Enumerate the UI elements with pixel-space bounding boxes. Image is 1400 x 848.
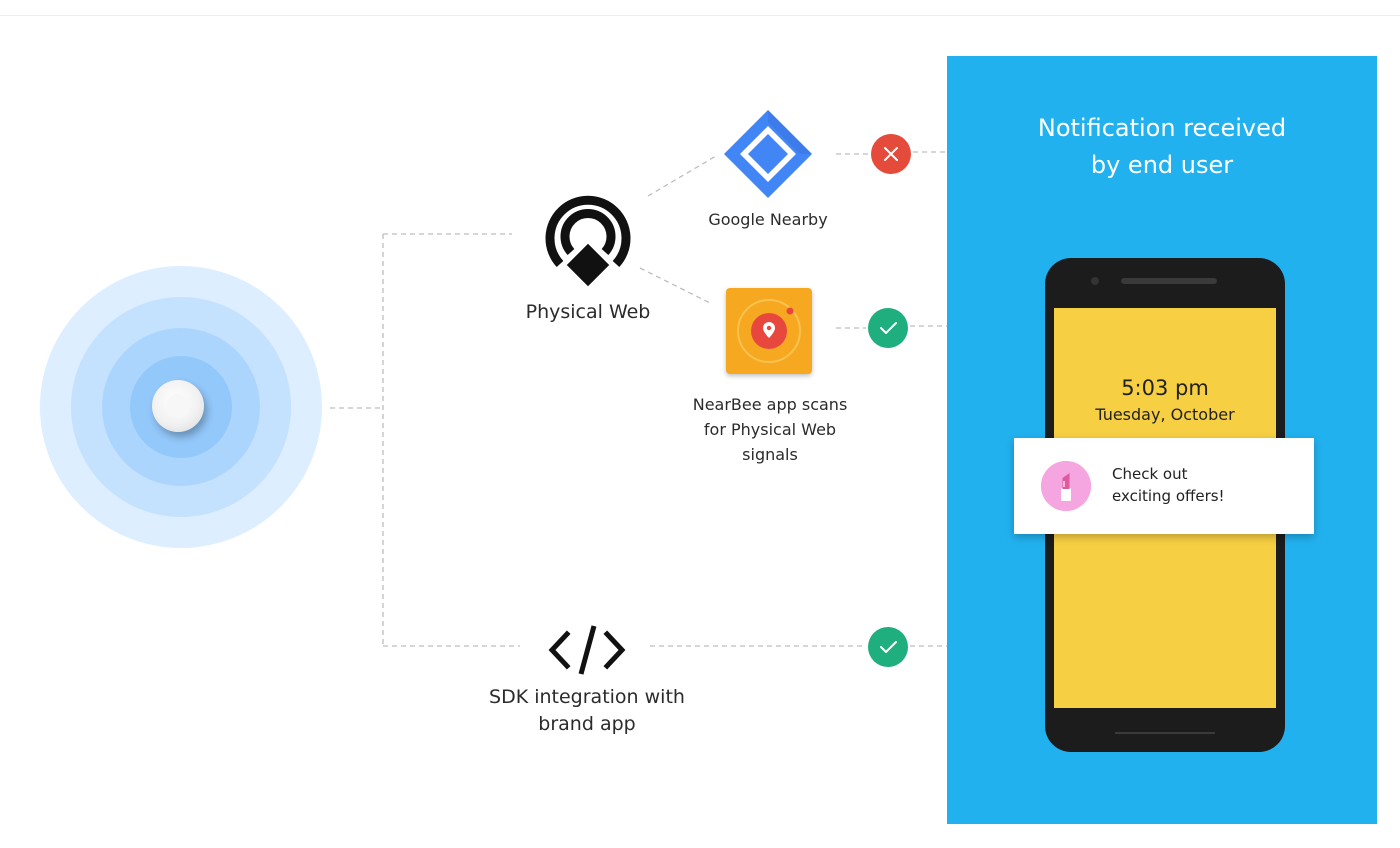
- connector-pw-google: [647, 155, 717, 197]
- phone-bottom-bar: [1115, 732, 1215, 734]
- nearbee-label: NearBee app scans for Physical Web signa…: [660, 392, 880, 467]
- nearbee-app-icon: [726, 288, 812, 374]
- notification-line-2: exciting offers!: [1112, 487, 1225, 505]
- notification-message: Check out exciting offers!: [1112, 463, 1302, 507]
- phone-speaker: [1121, 278, 1217, 284]
- panel-title-line-1: Notification received: [1037, 114, 1287, 142]
- nearbee-label-line-2: for Physical Web: [703, 420, 837, 439]
- panel-title: Notification received by end user: [947, 110, 1377, 184]
- physical-web-label: Physical Web: [525, 301, 651, 323]
- sdk-label-line-2: brand app: [538, 713, 636, 735]
- success-status-nearbee: [868, 308, 908, 348]
- lock-screen-date: Tuesday, October: [1095, 405, 1235, 424]
- nearbee-label-line-3: signals: [742, 445, 798, 464]
- x-circle-icon: [884, 147, 898, 161]
- nearbee-label-line-1: NearBee app scans: [692, 395, 848, 414]
- lock-screen-time: 5:03 pm: [1121, 376, 1209, 400]
- connector-pw-nearbee: [639, 267, 713, 305]
- phone-camera: [1091, 277, 1099, 285]
- code-brackets-icon: [545, 622, 629, 678]
- beacon-signal: [40, 266, 322, 548]
- check-circle-icon: [880, 322, 897, 334]
- notification-line-1: Check out: [1112, 465, 1188, 483]
- check-circle-icon: [880, 641, 897, 653]
- top-divider: [0, 15, 1400, 16]
- sdk-label: SDK integration with brand app: [462, 684, 712, 738]
- google-nearby-icon: [722, 108, 814, 200]
- success-status-sdk: [868, 627, 908, 667]
- fail-status: [871, 134, 911, 174]
- sdk-label-line-1: SDK integration with: [489, 686, 685, 708]
- physical-web-icon: [538, 186, 638, 290]
- panel-title-line-2: by end user: [1090, 151, 1234, 179]
- google-nearby-label: Google Nearby: [708, 210, 828, 229]
- notification-card[interactable]: Check out exciting offers!: [1014, 438, 1314, 534]
- lipstick-icon: [1041, 461, 1091, 511]
- beacon-device-icon: [152, 380, 204, 432]
